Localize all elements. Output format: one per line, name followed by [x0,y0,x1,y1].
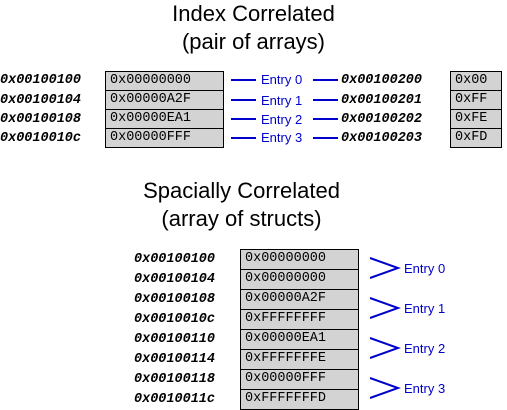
section1-subtitle: (pair of arrays) [181,29,326,54]
struct-cell: 0x00000A2F [240,289,359,310]
right-array-cell: 0x00 [450,71,502,91]
struct-address: 0x00100108 [134,292,216,307]
struct-address: 0x00100104 [134,272,216,287]
struct-entry-label: Entry 0 [404,261,446,276]
entry-label: Entry 0 [261,72,303,87]
entry-label: Entry 2 [261,112,303,127]
right-address: 0x00100203 [341,131,423,146]
left-address: 0x00100108 [0,112,82,127]
left-address: 0x00100100 [0,73,82,88]
section2-title: Spacially Correlated [143,178,340,203]
entry-label: Entry 1 [261,93,303,108]
bracket-arrow [369,377,401,399]
left-array-cell: 0x00000A2F [105,90,224,110]
struct-entry-label: Entry 1 [404,301,446,316]
struct-cell: 0xFFFFFFFD [240,389,359,410]
struct-cell: 0x00000000 [240,249,359,270]
right-address: 0x00100201 [341,93,423,108]
right-address: 0x00100200 [341,73,423,88]
section2-subtitle: (array of structs) [161,206,322,231]
right-address: 0x00100202 [341,112,423,127]
right-array-cell: 0xFD [450,128,502,148]
struct-cell: 0x00000EA1 [240,329,359,350]
struct-entry-label: Entry 2 [404,341,446,356]
section1-title: Index Correlated [172,1,335,26]
right-array-cell: 0xFF [450,90,502,110]
struct-entry-label: Entry 3 [404,381,446,396]
left-address: 0x0010010c [0,131,82,146]
entry-label: Entry 3 [261,130,303,145]
struct-address: 0x0010011c [134,392,216,407]
struct-address: 0x00100100 [134,252,216,267]
struct-cell: 0x00000FFF [240,369,359,390]
left-address: 0x00100104 [0,93,82,108]
struct-address: 0x00100114 [134,352,216,367]
left-array-cell: 0x00000FFF [105,128,224,148]
struct-address: 0x00100118 [134,372,216,387]
bracket-arrow [369,297,401,319]
bracket-arrow [369,257,401,279]
left-array-cell: 0x00000000 [105,71,224,91]
bracket-arrow [369,337,401,359]
struct-address: 0x0010010c [134,312,216,327]
struct-address: 0x00100110 [134,332,216,347]
